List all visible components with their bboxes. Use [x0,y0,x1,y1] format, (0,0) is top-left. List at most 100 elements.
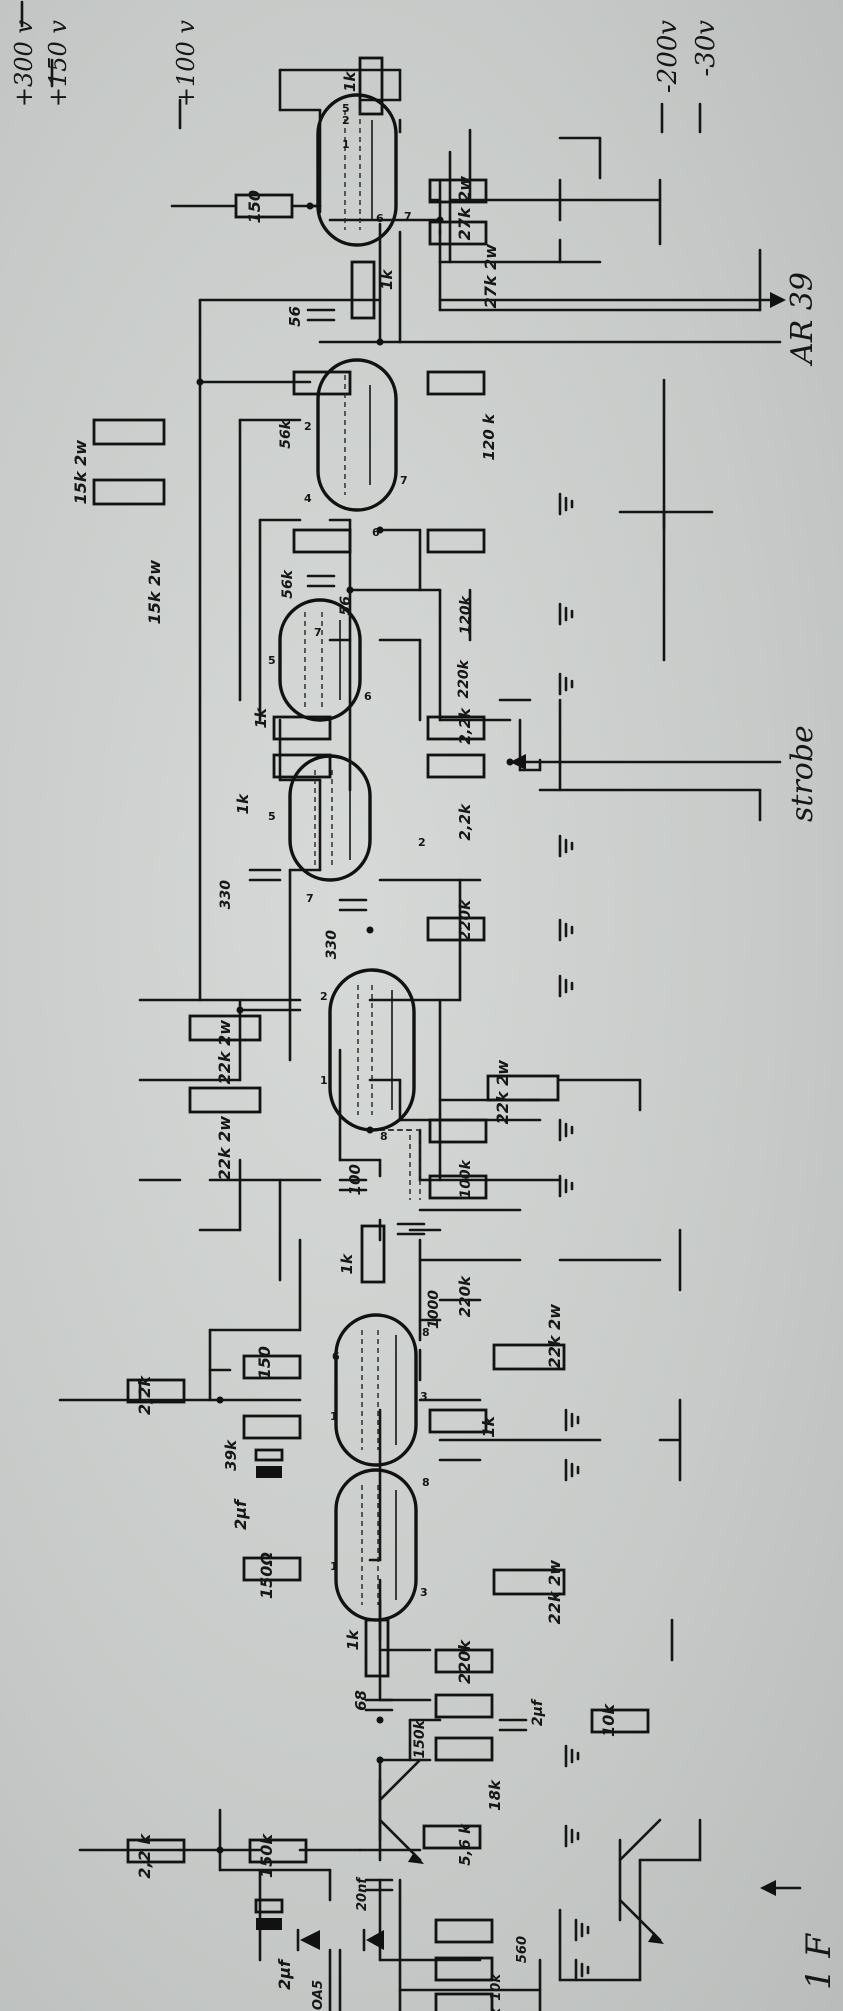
resistor-150ohm [242,1556,302,1582]
resistor-220k-b [426,916,486,942]
label-1k-p1: 1k [252,707,270,728]
label-10k-c: 10k [489,2007,504,2011]
pin-numbers: 1 2 5 7 6 2 4 6 7 5 7 6 5 7 2 1 2 8 6 1 … [268,102,430,1599]
component-labels: 150 1k 27k 2w 27k 2w 1k 56 15k 2w 15k 2w… [71,71,618,2011]
resistor-1k-in [364,1618,390,1678]
svg-text:1: 1 [330,1410,338,1423]
transistors [378,1758,664,1944]
label-56-b: 56 [338,596,354,616]
label-20nf: 20nf [355,1876,370,1911]
label-oa5: OA5 [311,1980,326,2010]
label-56k-a: 56k [278,418,294,448]
tubes [278,93,418,1622]
resistor-18k [434,1736,494,1762]
label-2uf-b: 2μf [530,1698,546,1726]
resistors [92,56,650,2011]
label-68: 68 [352,1690,370,1711]
capacitor-2uf-a [254,1448,284,1478]
label-150k-a: 150k [412,1718,428,1758]
capacitor-330-a [248,868,282,882]
label-18k: 18k [486,1779,504,1811]
resistor-220k-c [428,1174,488,1200]
svg-text:7: 7 [306,892,314,905]
label-330-b: 330 [324,930,340,959]
rail-markers [20,0,702,134]
tube-3b [288,754,372,882]
output-label-ar39: AR 39 [785,272,820,367]
capacitor-56-b [306,574,336,588]
svg-text:2: 2 [418,836,426,849]
label-100k: 100k [458,1158,474,1198]
rail-label-plus150: +150 v [44,20,72,108]
label-2k2-top: 2,2k [135,1375,154,1415]
diode-oa5 [300,1930,320,1950]
resistor-1k-p2 [272,753,332,779]
resistor-150-b [242,1354,302,1380]
resistor-1k-k [428,1408,488,1434]
label-15k-b: 15k 2w [145,560,164,625]
label-10k-b: 10k [489,1973,504,2001]
label-220k-b: 220k [456,899,474,941]
label-27k-a: 27k 2w [455,176,474,241]
label-220k-c: 220k [456,1275,474,1317]
label-100: 100 [346,1164,364,1195]
svg-text:7: 7 [404,210,412,223]
svg-text:5: 5 [268,810,276,823]
label-22k-2w-b: 22k 2w [215,1116,234,1181]
wiring [58,68,782,2011]
label-15k-a: 15k 2w [71,440,90,505]
resistor-10k-b [434,1956,494,1982]
capacitor-330-b [338,898,368,912]
resistor-56k-a [292,370,352,396]
label-150k-in: 150k [257,1833,276,1878]
rail-label-minus30: -30v [691,20,721,77]
resistor-2k2-d [426,753,486,779]
label-150ohm: 150Ω [257,1552,276,1599]
svg-text:1: 1 [330,1560,338,1573]
resistor-10k-a [590,1708,650,1734]
svg-text:5: 5 [342,102,350,115]
svg-text:4: 4 [304,492,312,505]
label-220k-d: 220k [455,1639,474,1684]
svg-text:8: 8 [422,1476,430,1489]
label-120k-b: 120k [458,594,474,634]
resistor-5k6 [422,1824,482,1850]
rail-label-minus200: -200v [653,20,683,93]
capacitor-2uf-in [254,1898,284,1930]
svg-text:3: 3 [420,1390,428,1403]
svg-text:7: 7 [400,474,408,487]
label-56-a: 56 [286,306,304,327]
tube-3a [278,598,362,722]
capacitor-68 [364,1698,394,1712]
label-2k2-c: 2,2k [456,707,474,745]
label-2uf-a: 2μf [231,1498,250,1530]
label-39k: 39k [222,1439,240,1471]
label-56k-b: 56k [280,568,296,598]
svg-text:6: 6 [332,1350,340,1363]
svg-text:3: 3 [420,1586,428,1599]
tube-5 [334,1313,418,1467]
resistor-560 [434,1918,494,1944]
svg-text:7: 7 [314,626,322,639]
resistor-100k [428,1118,488,1144]
label-220k-a: 220k [456,658,472,698]
resistor-27k-a [428,178,488,204]
resistor-150k-in [248,1838,308,1864]
resistor-220k-d [434,1648,494,1674]
capacitor-100 [338,1178,368,1192]
svg-text:1: 1 [342,138,350,151]
svg-text:2: 2 [342,114,350,127]
svg-text:2: 2 [320,990,328,1003]
svg-text:6: 6 [364,690,372,703]
input-label-1f: 1 F [799,1933,839,1990]
label-1k-grid: 1k [378,269,396,290]
resistor-2k2-top [126,1378,186,1404]
diode-b [366,1930,384,1950]
resistor-15k-a [92,418,166,446]
resistor-22k-2w-d [492,1343,566,1371]
tube-1 [316,93,398,247]
resistor-10k-c [434,1992,494,2011]
svg-text:1: 1 [320,1074,328,1087]
tube-6 [334,1468,418,1622]
resistor-1k-grid [350,260,376,320]
